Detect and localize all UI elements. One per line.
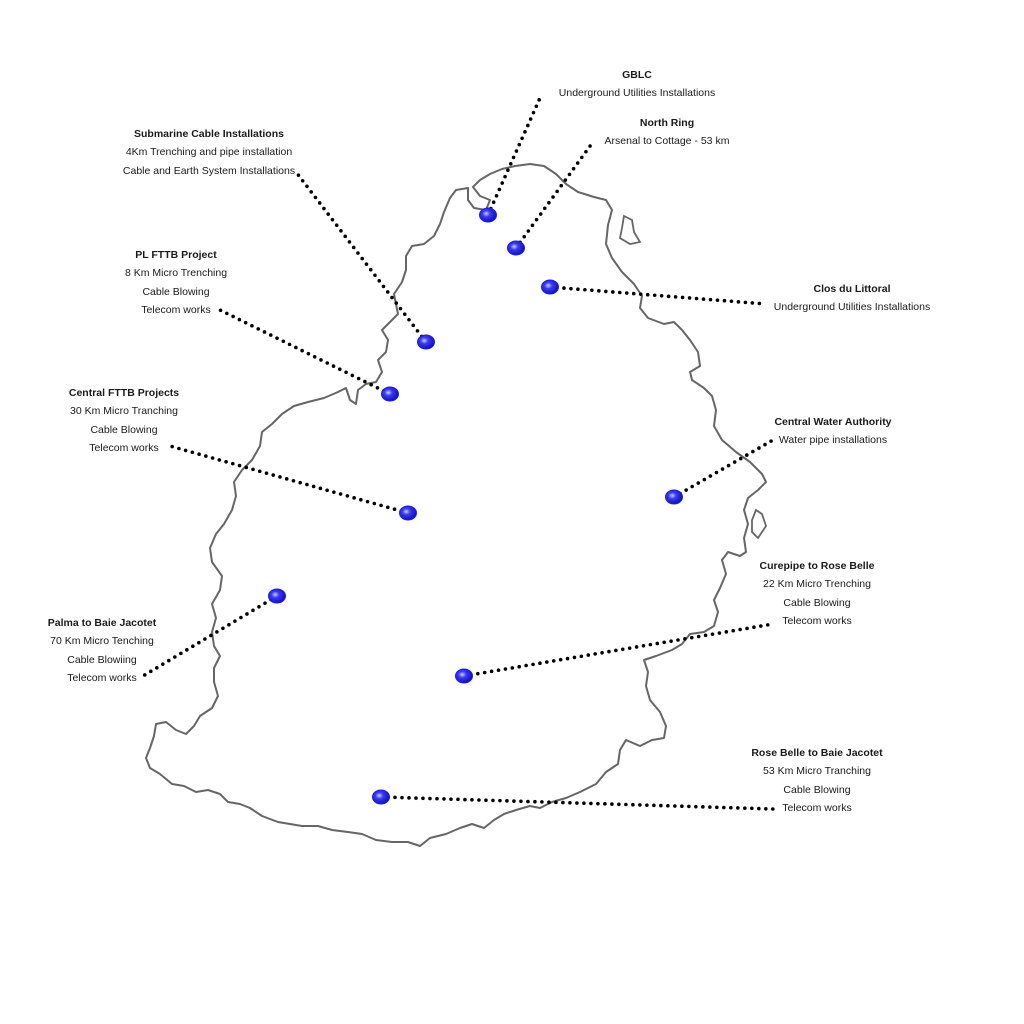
- site-marker-clos-du-littoral[interactable]: [541, 279, 559, 295]
- site-detail: 8 Km Micro Trenching: [124, 267, 228, 280]
- site-label-curepipe-rose-belle: Curepipe to Rose Belle 22 Km Micro Trench…: [760, 557, 875, 631]
- site-title: Palma to Baie Jacotet: [47, 617, 157, 629]
- site-detail: Cable Blowing: [90, 423, 158, 436]
- site-marker-gblc[interactable]: [479, 207, 497, 223]
- site-label-gblc: GBLC Underground Utilities Installations: [559, 66, 715, 103]
- site-title: Curepipe to Rose Belle: [759, 560, 875, 572]
- site-detail: Telecom works: [782, 802, 852, 815]
- island-outline: [145, 163, 767, 847]
- site-marker-submarine-cable[interactable]: [417, 334, 435, 350]
- leader-line-rose-belle-baie-jacotet: [379, 795, 775, 811]
- site-detail: Telecom works: [89, 442, 159, 455]
- site-detail: Telecom works: [67, 672, 137, 685]
- leader-line-palma-baie-jacotet: [141, 594, 279, 678]
- site-marker-north-ring[interactable]: [507, 240, 525, 256]
- site-markers: [268, 207, 683, 805]
- site-detail: Telecom works: [782, 615, 852, 628]
- island-inlet: [618, 214, 642, 245]
- site-detail: Water pipe installations: [778, 434, 888, 447]
- leader-line-submarine-cable: [294, 170, 428, 344]
- leader-line-gblc: [486, 96, 542, 217]
- leader-line-curepipe-rose-belle: [462, 622, 775, 678]
- site-marker-central-fttb[interactable]: [399, 505, 417, 521]
- site-label-palma-baie-jacotet: Palma to Baie Jacotet 70 Km Micro Tenchin…: [48, 614, 157, 688]
- site-label-rose-belle-baie-jacotet: Rose Belle to Baie Jacotet 53 Km Micro Tr…: [751, 744, 882, 818]
- site-title: Clos du Littoral: [813, 283, 891, 295]
- site-title: Submarine Cable Installations: [134, 128, 284, 140]
- site-detail: Underground Utilities Installations: [558, 87, 716, 100]
- leader-lines: [141, 96, 775, 811]
- site-detail: 4Km Trenching and pipe installation: [125, 146, 293, 159]
- site-detail: Arsenal to Cottage - 53 km: [604, 135, 730, 148]
- site-detail: Telecom works: [141, 304, 211, 317]
- site-detail: Underground Utilities Installations: [773, 301, 931, 314]
- site-detail: 53 Km Micro Tranching: [763, 765, 871, 778]
- site-marker-central-water[interactable]: [665, 489, 683, 505]
- site-marker-rose-belle-baie-jacotet[interactable]: [372, 789, 390, 805]
- site-detail: Cable Blowing: [142, 285, 210, 298]
- site-label-submarine-cable: Submarine Cable Installations 4Km Trenchi…: [123, 125, 295, 180]
- offshore-islet: [751, 508, 767, 540]
- site-title: Central FTTB Projects: [68, 387, 180, 399]
- site-marker-palma-baie-jacotet[interactable]: [268, 588, 286, 604]
- site-title: GBLC: [622, 69, 652, 81]
- site-detail: 30 Km Micro Tranching: [70, 405, 178, 418]
- site-title: North Ring: [639, 117, 695, 129]
- site-detail: Cable and Earth System Installations: [122, 164, 296, 177]
- site-title: Central Water Authority: [774, 416, 892, 428]
- site-detail: 70 Km Micro Tenching: [50, 635, 154, 648]
- site-title: Rose Belle to Baie Jacotet: [751, 747, 883, 759]
- site-title: PL FTTB Project: [135, 249, 217, 261]
- site-detail: Cable Blowing: [783, 783, 851, 796]
- leader-line-north-ring: [514, 140, 595, 250]
- leader-line-central-fttb: [168, 444, 410, 515]
- site-marker-pl-fttb[interactable]: [381, 386, 399, 402]
- site-detail: Cable Blowing: [783, 596, 851, 609]
- leader-line-pl-fttb: [218, 308, 392, 396]
- site-detail: Cable Blowiing: [67, 653, 137, 666]
- site-label-central-fttb: Central FTTB Projects 30 Km Micro Tranchi…: [69, 384, 179, 458]
- leader-line-clos-du-littoral: [548, 285, 768, 306]
- site-marker-curepipe-rose-belle[interactable]: [455, 668, 473, 684]
- site-detail: 22 Km Micro Trenching: [763, 578, 871, 591]
- leader-line-central-water: [672, 438, 775, 499]
